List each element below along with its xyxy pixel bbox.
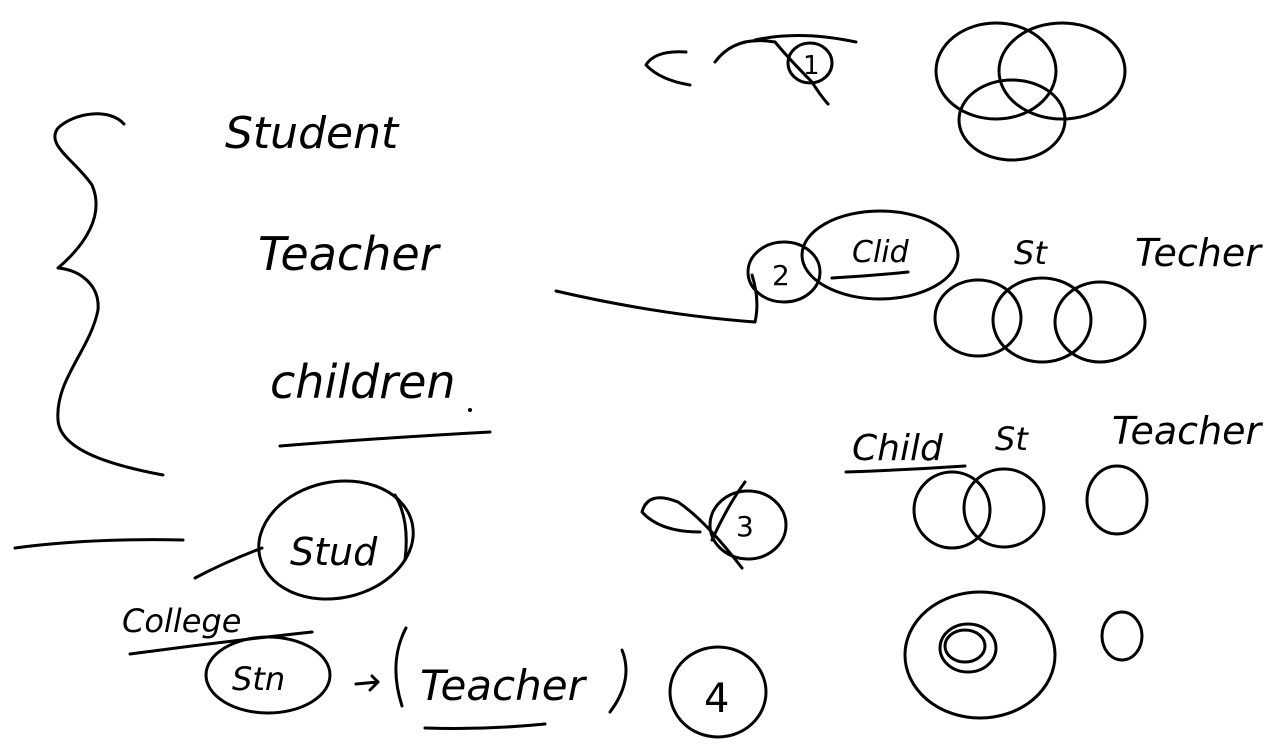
curly-brace (53, 112, 165, 477)
teacher-underline (423, 722, 547, 730)
child-underline-2 (844, 464, 967, 474)
loop-1 (644, 33, 858, 106)
label-4: 4 (704, 676, 729, 722)
inner-circle-2 (943, 628, 987, 664)
venn-bottom (957, 78, 1067, 162)
stud-connector (193, 546, 264, 580)
circle-3 (708, 489, 788, 561)
college-underline (128, 630, 314, 656)
child-ellipse (800, 209, 960, 301)
stud-ellipse (257, 479, 415, 601)
word-children: children (270, 355, 456, 409)
small-circle (1100, 610, 1144, 662)
chain-circle-1 (933, 278, 1023, 358)
outer-circle (903, 590, 1057, 720)
chain-circle-2 (991, 276, 1093, 364)
children-underline (278, 430, 492, 448)
inner-circle (938, 622, 998, 674)
overlap-circle-2 (962, 467, 1046, 549)
word-college: College (122, 602, 241, 640)
connector-line-2 (554, 273, 759, 324)
arrow-to-teacher (354, 674, 380, 692)
overlap-circle-1 (912, 470, 992, 550)
stn-ellipse (204, 635, 332, 715)
word-teacher-1: Techer (1135, 231, 1263, 275)
label-1: 1 (803, 51, 820, 81)
word-stn: Stn (232, 660, 285, 698)
separate-circle (1085, 464, 1149, 536)
word-teacher-paren: Teacher (420, 661, 588, 710)
word-st-1: St (1014, 234, 1048, 272)
close-paren (608, 648, 628, 714)
circle-1 (786, 41, 834, 85)
venn-top-left (934, 21, 1058, 121)
stud-mark (393, 493, 408, 562)
label-3: 3 (736, 510, 754, 543)
dot (468, 408, 472, 412)
word-teacher: Teacher (258, 227, 442, 281)
label-2: 2 (772, 259, 790, 292)
word-stud: Stud (290, 530, 378, 574)
circle-2 (746, 240, 822, 304)
word-child-1: Clid (852, 235, 910, 270)
word-child-2: Child (852, 428, 944, 469)
chain-circle-3 (1053, 280, 1147, 364)
open-paren (394, 626, 408, 708)
word-teacher-2: Teacher (1112, 409, 1264, 453)
word-st-2: St (995, 420, 1029, 458)
dash-line (13, 538, 185, 550)
circle-4 (668, 645, 768, 739)
venn-top-right (997, 21, 1127, 121)
child-underline-1 (830, 270, 910, 280)
word-student: Student (225, 108, 400, 159)
